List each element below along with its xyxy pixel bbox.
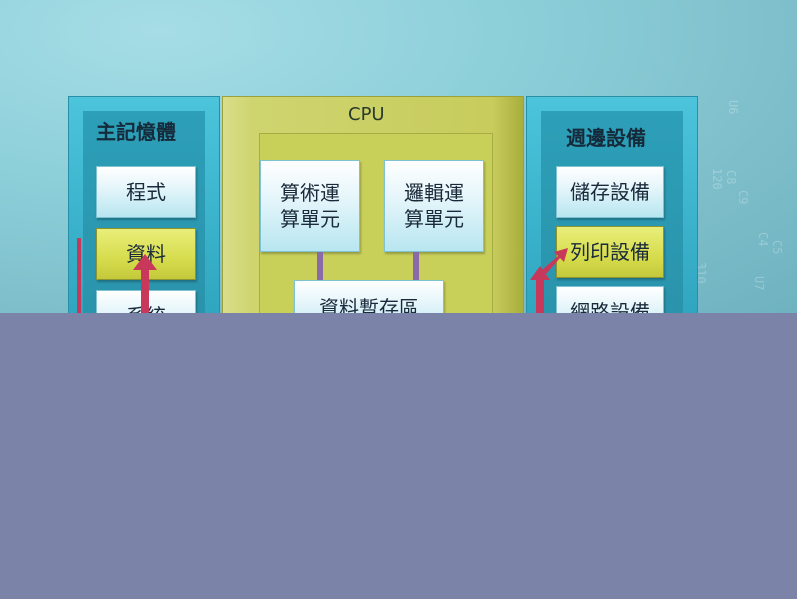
alu-box: 算術運 算單元 — [260, 160, 360, 252]
circuit-label: C5 — [770, 240, 784, 255]
main-memory-title: 主記憶體 — [96, 120, 176, 144]
peripheral-item-printer: 列印設備 — [556, 226, 664, 278]
peripheral-title: 週邊設備 — [566, 126, 646, 150]
lower-cover-area — [0, 313, 797, 599]
up-right-arrow-icon — [530, 248, 568, 320]
circuit-board-decoration: U6 120 C8 C9 310 C4 C5 U7 — [690, 40, 797, 313]
peripheral-item-storage: 儲存設備 — [556, 166, 664, 218]
memory-flow-line — [77, 238, 81, 318]
circuit-label: C9 — [736, 190, 750, 205]
circuit-label: 120 — [710, 168, 724, 190]
alu-connector — [317, 252, 323, 280]
cpu-title: CPU — [348, 104, 385, 125]
memory-item-program: 程式 — [96, 166, 196, 218]
circuit-label: U6 — [726, 100, 740, 115]
logic-unit-box: 邏輯運 算單元 — [384, 160, 484, 252]
up-arrow-icon — [133, 254, 157, 324]
circuit-label: C8 — [724, 170, 738, 185]
circuit-label: U7 — [752, 276, 766, 291]
logic-connector — [413, 252, 419, 280]
circuit-label: C4 — [756, 232, 770, 247]
